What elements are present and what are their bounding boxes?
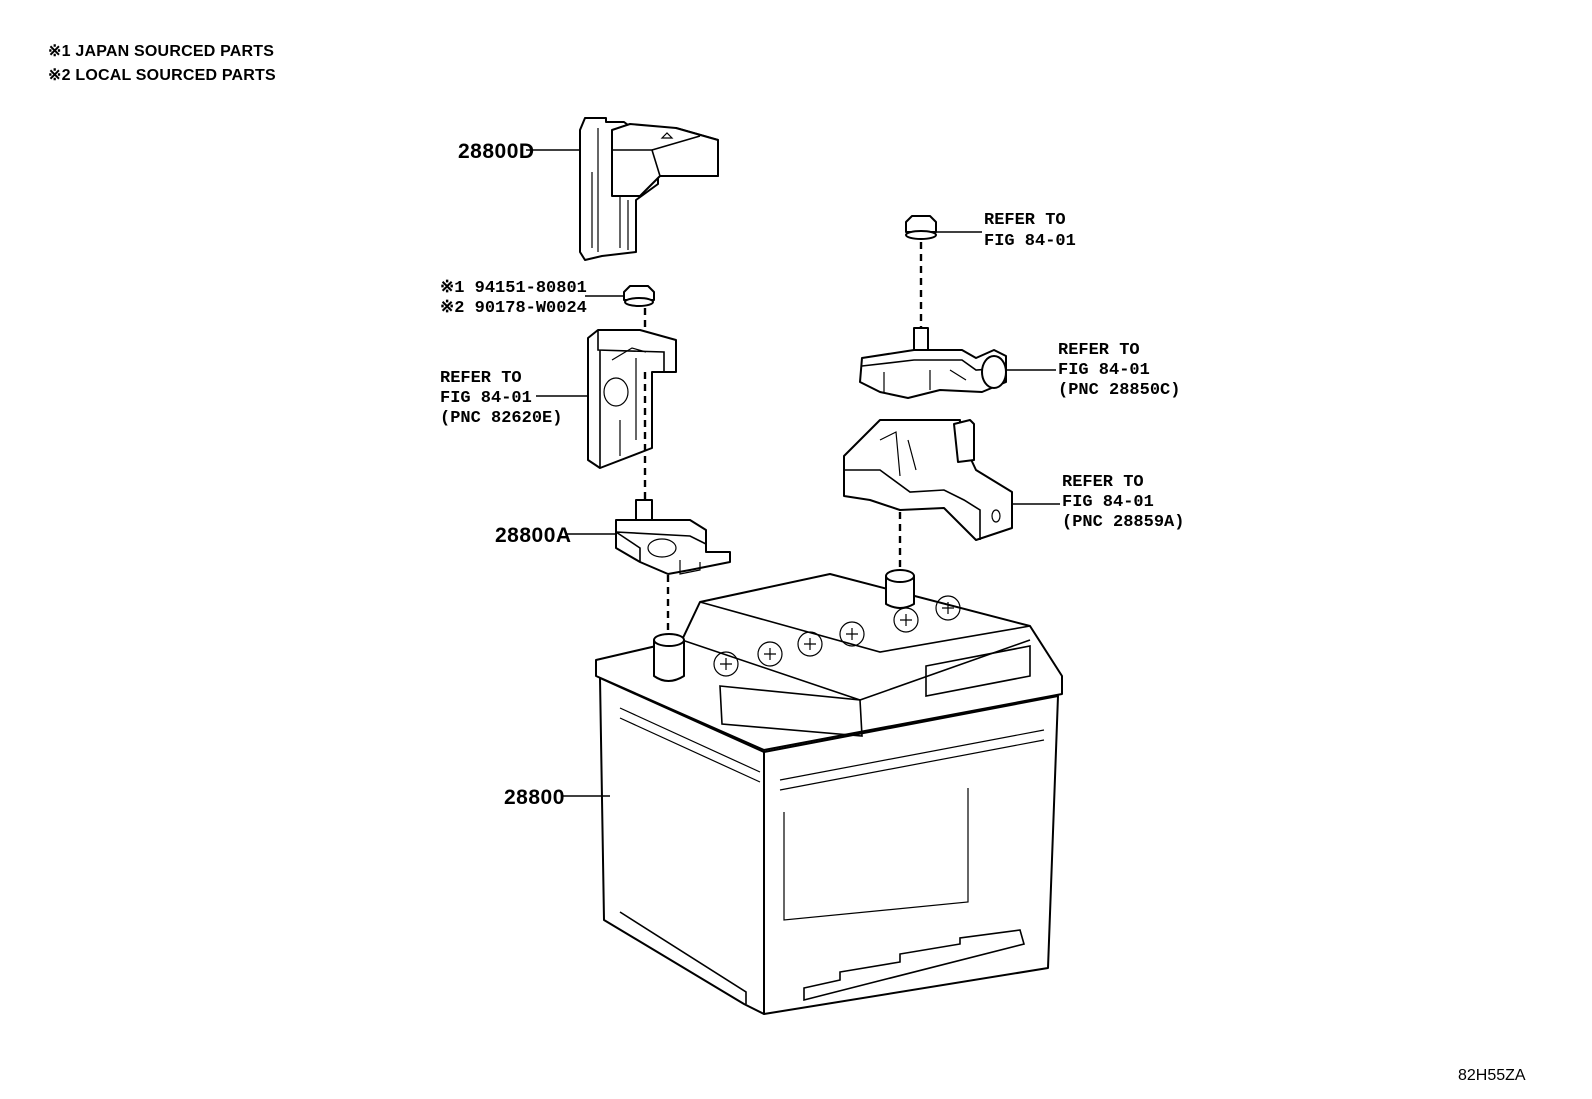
label-bolt-japan-part: ※1 94151-80801 — [440, 279, 587, 298]
diagram-code: 82H55ZA — [1458, 1067, 1526, 1084]
ref-82620e-line2: FIG 84-01 — [440, 389, 532, 408]
battery-cover-28800d-drawing — [579, 117, 719, 261]
note-japan-sourced: ※1 JAPAN SOURCED PARTS — [48, 43, 274, 60]
fuse-block-28850c-drawing — [859, 327, 1007, 399]
terminal-cover-82620e-drawing — [587, 329, 677, 469]
label-28800a: 28800A — [495, 524, 572, 547]
ref-28850c-line3: (PNC 28850C) — [1058, 381, 1180, 400]
bolt-left-drawing — [623, 285, 655, 307]
battery-28800-drawing — [595, 569, 1063, 1015]
ref-28859a-line1: REFER TO — [1062, 473, 1144, 492]
terminal-clamp-28800a-drawing — [615, 499, 731, 575]
ref-82620e-line1: REFER TO — [440, 369, 522, 388]
label-28800: 28800 — [504, 786, 565, 809]
ref-28859a-line2: FIG 84-01 — [1062, 493, 1154, 512]
bracket-28859a-drawing — [843, 419, 1013, 541]
ref-28850c-line1: REFER TO — [1058, 341, 1140, 360]
ref-28850c-line2: FIG 84-01 — [1058, 361, 1150, 380]
ref-bolt-line2: FIG 84-01 — [984, 232, 1076, 251]
ref-82620e-line3: (PNC 82620E) — [440, 409, 562, 428]
label-28800d: 28800D — [458, 140, 535, 163]
ref-28859a-line3: (PNC 28859A) — [1062, 513, 1184, 532]
label-bolt-local-part: ※2 90178-W0024 — [440, 299, 587, 318]
ref-bolt-line1: REFER TO — [984, 211, 1066, 230]
bolt-right-drawing — [905, 215, 937, 240]
note-local-sourced: ※2 LOCAL SOURCED PARTS — [48, 67, 276, 84]
